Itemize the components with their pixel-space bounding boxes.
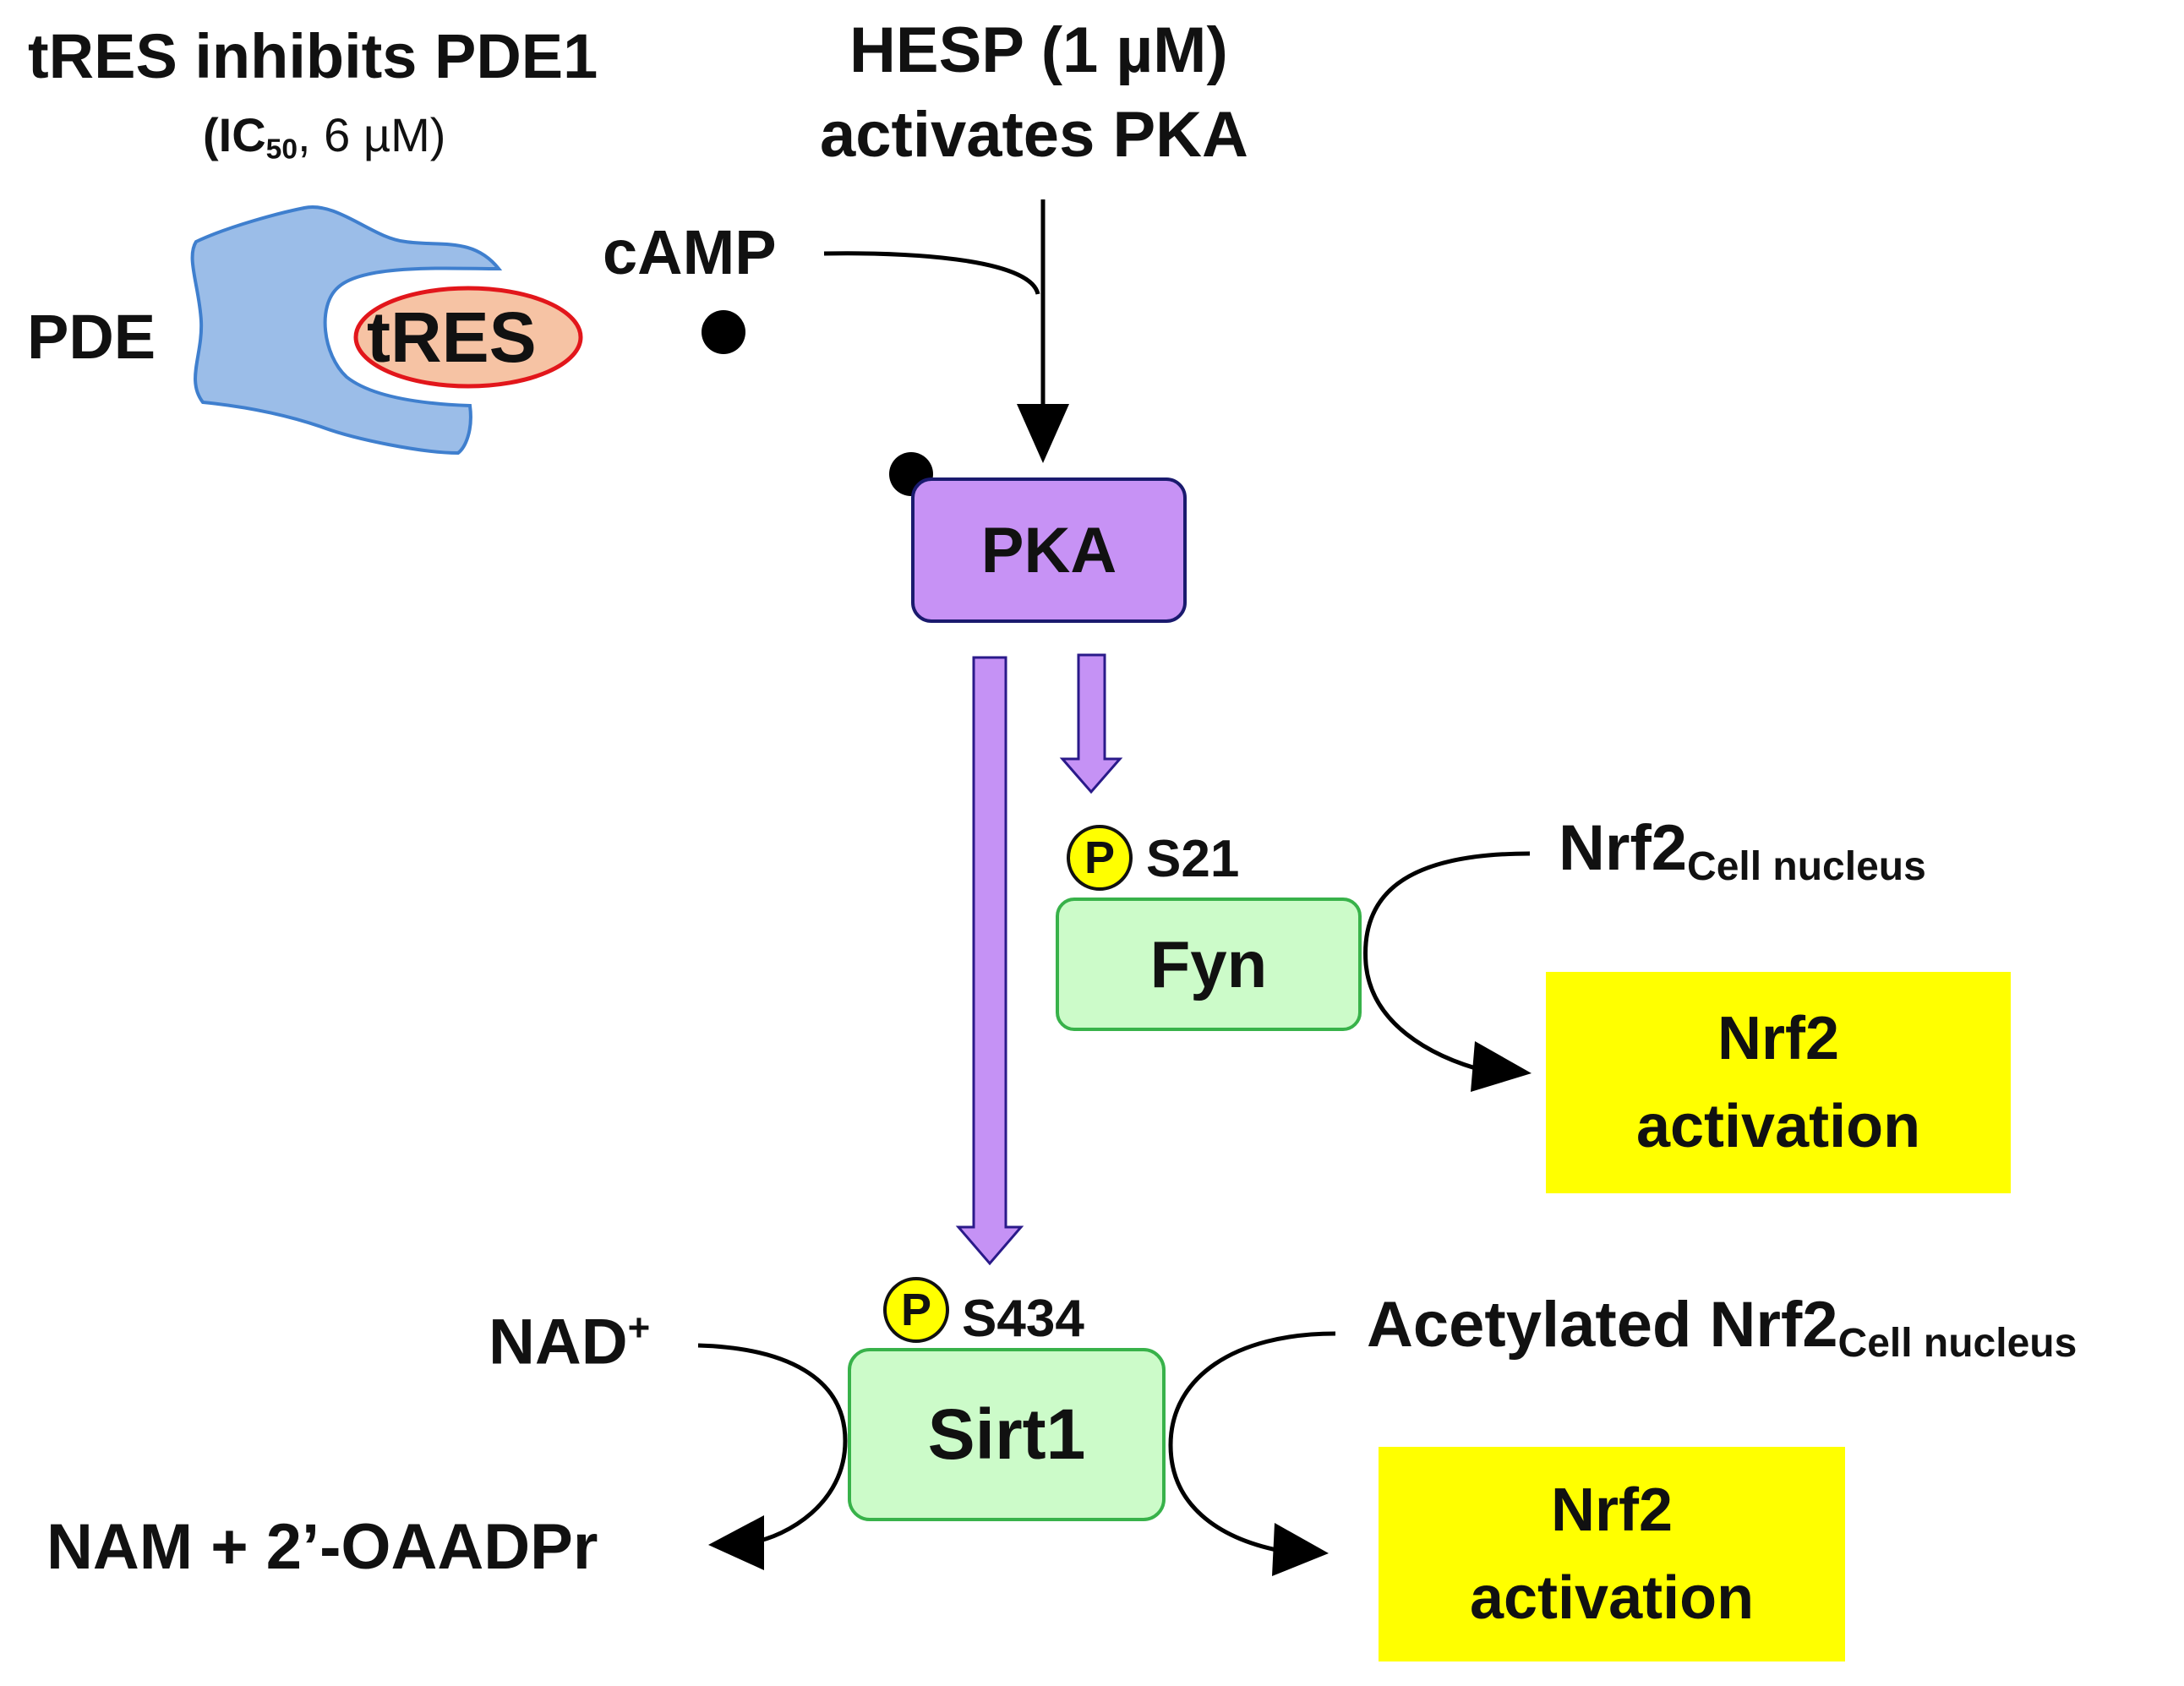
ic50-open: ( bbox=[203, 108, 219, 161]
ic50-label: (IC50, 6 µM) bbox=[203, 112, 445, 164]
camp-label: cAMP bbox=[603, 217, 777, 287]
nad-nam-curve bbox=[697, 1343, 848, 1545]
result-line1: Nrf2 bbox=[1717, 1004, 1840, 1072]
nrf2-activation-box-sirt1: Nrf2 activation bbox=[1379, 1447, 1845, 1661]
nad-nam-arrowhead bbox=[708, 1515, 764, 1570]
acetyl-nrf2-curve bbox=[1168, 1331, 1336, 1553]
fyn-box: Fyn bbox=[1056, 898, 1362, 1031]
nad-superscript: + bbox=[627, 1306, 651, 1349]
nad-text: NAD bbox=[489, 1306, 628, 1378]
acetylated-text: Acetylated Nrf2 bbox=[1367, 1289, 1838, 1361]
pka-label: PKA bbox=[980, 514, 1117, 587]
tres-label: tRES bbox=[367, 297, 537, 377]
nam-label: NAM + 2’-OAADPr bbox=[46, 1511, 598, 1583]
sirt1-label: Sirt1 bbox=[927, 1394, 1086, 1474]
acetylated-nrf2-label: Acetylated Nrf2Cell nucleus bbox=[1367, 1293, 2077, 1364]
sirt1-site-label: S434 bbox=[962, 1290, 1084, 1348]
nrf2-subscript: Cell nucleus bbox=[1687, 844, 1926, 889]
result-line2: activation bbox=[1469, 1564, 1755, 1632]
tres-inhibits-title: tRES inhibits PDE1 bbox=[28, 21, 598, 91]
pde-label: PDE bbox=[27, 302, 156, 372]
tres-ellipse bbox=[353, 286, 583, 389]
fyn-label: Fyn bbox=[1149, 926, 1268, 1001]
fyn-nrf2-curve bbox=[1363, 851, 1531, 1074]
acetyl-nrf2-arrowhead bbox=[1272, 1523, 1329, 1576]
hesp-line2: activates PKA bbox=[820, 99, 1248, 171]
ic50-value: , 6 µM) bbox=[298, 108, 446, 161]
acetylated-subscript: Cell nucleus bbox=[1837, 1321, 2078, 1366]
sirt1-phospho-badge: P bbox=[883, 1277, 949, 1343]
result-line2: activation bbox=[1635, 1093, 1921, 1160]
ic50-text: IC bbox=[218, 108, 266, 161]
nad-label: NAD+ bbox=[489, 1308, 650, 1374]
ic50-subscript: 50 bbox=[265, 134, 298, 166]
nrf2-text: Nrf2 bbox=[1559, 812, 1688, 884]
camp-curve bbox=[823, 251, 1040, 295]
pka-box: PKA bbox=[911, 477, 1187, 623]
pka-to-fyn-arrow bbox=[1059, 653, 1123, 794]
camp-dot bbox=[702, 310, 745, 354]
hesp-arrow-head bbox=[1017, 404, 1069, 463]
nrf2-activation-box-fyn: Nrf2 activation bbox=[1546, 972, 2011, 1193]
fyn-phospho-badge: P bbox=[1067, 825, 1133, 891]
nrf2-nucleus-label: Nrf2Cell nucleus bbox=[1559, 816, 1926, 887]
pde-shape bbox=[190, 205, 503, 456]
hesp-line1: HESP (1 µM) bbox=[849, 14, 1228, 86]
fyn-nrf2-arrowhead bbox=[1471, 1041, 1532, 1092]
fyn-site-label: S21 bbox=[1146, 830, 1240, 888]
pka-to-sirt1-arrow bbox=[955, 656, 1024, 1266]
sirt1-box: Sirt1 bbox=[848, 1348, 1166, 1521]
result-line1: Nrf2 bbox=[1550, 1476, 1673, 1544]
